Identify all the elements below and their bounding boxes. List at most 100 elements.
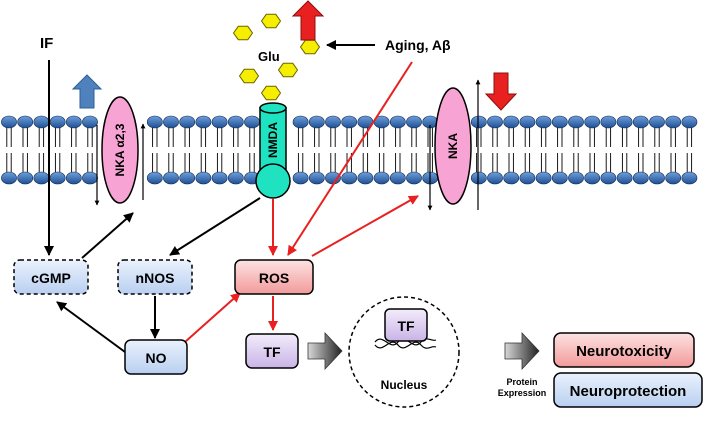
- lipid-head: [179, 171, 196, 185]
- lipid-head: [65, 171, 82, 185]
- lipid-head: [17, 171, 34, 185]
- lipid-head: [632, 115, 649, 129]
- lipid-head: [584, 171, 601, 185]
- glu-label: Glu: [258, 49, 280, 64]
- lipid-head: [600, 115, 617, 129]
- lipid-head: [195, 115, 212, 129]
- nucleus: TF Nucleus: [348, 296, 460, 408]
- lipid-head: [82, 115, 98, 129]
- glutamate-hexagon: [232, 25, 254, 41]
- cgmp-to-nka-arrow: [81, 212, 134, 259]
- lipid-head: [33, 115, 50, 129]
- ros-node: ROS: [234, 259, 314, 295]
- glutamate-hexagon: [260, 13, 282, 29]
- lipid-head: [600, 171, 617, 185]
- lipid-head: [665, 115, 682, 129]
- dna-strand: [374, 338, 437, 346]
- lipid-head: [292, 171, 309, 185]
- lipid-head: [649, 171, 665, 185]
- no-node: NO: [124, 339, 188, 375]
- lipid-head: [389, 171, 406, 185]
- lipid-head: [568, 171, 584, 185]
- ros-to-nka-arrow: [311, 195, 419, 257]
- lipid-head: [616, 171, 633, 185]
- tf-node: TF: [245, 333, 299, 369]
- lipid-head: [616, 115, 633, 129]
- lipid-head: [195, 171, 212, 185]
- protein-expression-label-2: Expression: [498, 388, 547, 398]
- neuroprotection-label: Neuroprotection: [570, 383, 687, 400]
- nucleus-label: Nucleus: [381, 378, 428, 392]
- lipid-head: [163, 115, 179, 129]
- glutamate-hexagon: [277, 62, 299, 78]
- no-to-ros-arrow: [184, 292, 241, 343]
- neurotoxicity-node: Neurotoxicity: [553, 332, 695, 368]
- lipid-head: [1, 171, 17, 185]
- nka-a23-label: NKA α2,3: [113, 123, 127, 176]
- cgmp-label: cGMP: [31, 270, 71, 286]
- lipid-head: [406, 115, 422, 129]
- nka-label: NKA: [446, 133, 460, 159]
- lipid-head: [373, 171, 390, 185]
- nmda-to-nnos-arrow: [169, 197, 261, 256]
- lipid-head: [244, 115, 260, 129]
- lipid-head: [665, 171, 682, 185]
- lipid-head: [325, 115, 341, 129]
- nka-a23-up-arrow: [71, 74, 103, 109]
- lipid-head: [341, 171, 358, 185]
- lipid-head: [568, 115, 584, 129]
- glutamate-hexagon: [299, 39, 321, 55]
- protein-expression-label-1: Protein: [506, 377, 537, 387]
- lipid-head: [535, 171, 552, 185]
- lipid-head: [551, 171, 568, 185]
- nka-down-arrow: [484, 72, 518, 111]
- lipid-head: [519, 171, 536, 185]
- cgmp-node: cGMP: [13, 259, 89, 295]
- lipid-head: [503, 115, 520, 129]
- tf-to-nucleus-arrow: [307, 331, 343, 371]
- lipid-head: [308, 115, 325, 129]
- aging-label: Aging, Aβ: [385, 37, 451, 53]
- lipid-head: [681, 171, 698, 185]
- lipid-head: [82, 171, 98, 185]
- lipid-head: [211, 171, 228, 185]
- lipid-head: [17, 115, 34, 129]
- nnos-node: nNOS: [117, 259, 193, 295]
- glutamate-hexagon: [238, 68, 260, 84]
- glu-up-arrow: [291, 0, 325, 41]
- lipid-head: [163, 171, 179, 185]
- lipid-head: [681, 115, 698, 129]
- nka-a23-channel: NKA α2,3: [94, 96, 146, 206]
- lipid-head: [33, 171, 50, 185]
- lipid-head: [227, 115, 244, 129]
- lipid-head: [470, 171, 487, 185]
- tf-bound-box: [384, 308, 428, 342]
- lipid-head: [211, 115, 228, 129]
- lipid-head: [341, 115, 358, 129]
- lipid-head: [227, 171, 244, 185]
- nmda-label: NMDA: [266, 122, 280, 158]
- lipid-head: [308, 171, 325, 185]
- lipid-head: [389, 115, 406, 129]
- lipid-head: [487, 171, 503, 185]
- if-label: IF: [40, 35, 53, 52]
- lipid-head: [503, 171, 520, 185]
- neurotoxicity-label: Neurotoxicity: [576, 343, 673, 360]
- lipid-head: [49, 171, 66, 185]
- lipid-head: [487, 115, 503, 129]
- lipid-head: [551, 115, 568, 129]
- no-label: NO: [146, 350, 167, 366]
- lipid-head: [65, 115, 82, 129]
- nnos-label: nNOS: [136, 270, 175, 286]
- ros-label: ROS: [259, 270, 289, 286]
- lipid-head: [146, 171, 163, 185]
- lipid-head: [584, 115, 601, 129]
- lipid-head: [49, 115, 66, 129]
- cell-membrane: [1, 115, 698, 185]
- lipid-head: [357, 171, 374, 185]
- lipid-head: [632, 171, 649, 185]
- lipid-head: [146, 115, 163, 129]
- tf-label: TF: [263, 344, 281, 360]
